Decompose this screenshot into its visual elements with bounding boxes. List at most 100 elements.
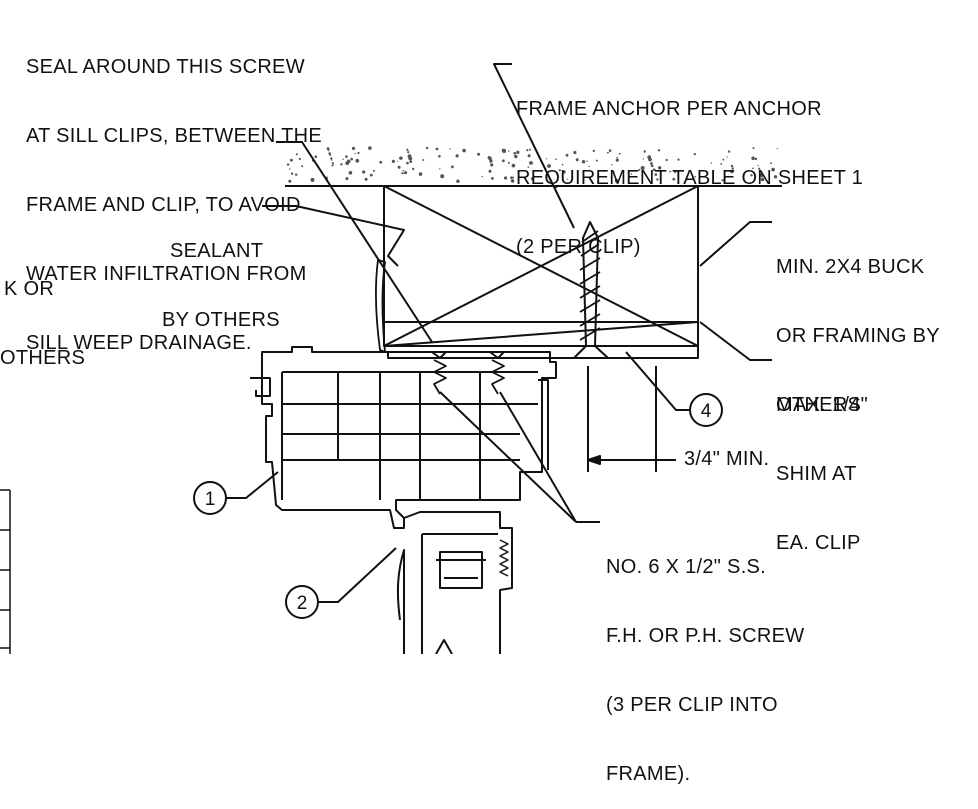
concrete-speck bbox=[527, 154, 531, 158]
concrete-speck bbox=[561, 163, 564, 166]
concrete-speck bbox=[406, 161, 409, 165]
concrete-speck bbox=[329, 154, 332, 156]
concrete-speck bbox=[331, 162, 334, 165]
callout-4-leader bbox=[625, 351, 690, 411]
concrete-speck bbox=[397, 165, 401, 169]
note-line: NO. 6 X 1/2" S.S. bbox=[606, 556, 767, 578]
concrete-speck bbox=[409, 160, 413, 163]
concrete-speck bbox=[295, 153, 298, 156]
concrete-speck bbox=[404, 171, 408, 175]
concrete-speck bbox=[491, 177, 494, 180]
concrete-speck bbox=[508, 150, 510, 152]
concrete-speck bbox=[350, 157, 354, 161]
concrete-speck bbox=[357, 151, 360, 155]
concrete-speck bbox=[752, 147, 755, 150]
concrete-speck bbox=[650, 162, 653, 165]
concrete-speck bbox=[693, 153, 696, 156]
concrete-speck bbox=[345, 155, 348, 158]
callout-4-label: 4 bbox=[701, 401, 712, 422]
concrete-speck bbox=[566, 178, 569, 180]
note-sealant: SEALANT BY OTHERS bbox=[162, 194, 280, 355]
note-line: F.H. OR P.H. SCREW bbox=[606, 625, 805, 647]
concrete-speck bbox=[618, 152, 621, 155]
concrete-speck bbox=[332, 164, 334, 166]
leader-buck bbox=[699, 221, 772, 267]
concrete-speck bbox=[595, 159, 598, 162]
concrete-speck bbox=[575, 158, 579, 162]
concrete-speck bbox=[530, 177, 534, 181]
note-line: BY OTHERS bbox=[162, 309, 280, 331]
concrete-speck bbox=[295, 173, 298, 176]
concrete-speck bbox=[694, 175, 696, 178]
note-shim: MAX. 1/4" SHIM AT EA. CLIP bbox=[776, 348, 868, 578]
concrete-speck bbox=[727, 150, 731, 153]
concrete-speck bbox=[650, 164, 654, 168]
concrete-speck bbox=[654, 173, 658, 176]
callout-1-label: 1 bbox=[205, 489, 216, 510]
note-screw-spec: NO. 6 X 1/2" S.S. F.H. OR P.H. SCREW (3 … bbox=[606, 510, 804, 809]
concrete-speck bbox=[648, 157, 652, 162]
concrete-speck bbox=[776, 147, 778, 150]
concrete-speck bbox=[773, 175, 778, 179]
note-line: MIN. 2X4 BUCK bbox=[776, 256, 925, 278]
concrete-speck bbox=[396, 160, 398, 162]
concrete-speck bbox=[720, 163, 723, 165]
concrete-speck bbox=[658, 166, 662, 170]
concrete-speck bbox=[588, 165, 590, 168]
concrete-speck bbox=[511, 163, 516, 168]
concrete-speck bbox=[372, 169, 375, 172]
concrete-speck bbox=[614, 178, 619, 183]
concrete-speck bbox=[407, 151, 410, 154]
concrete-speck bbox=[752, 167, 754, 170]
note-line: EA. CLIP bbox=[776, 532, 861, 554]
callout-1-leader bbox=[226, 471, 279, 499]
concrete-speck bbox=[761, 177, 764, 180]
concrete-speck bbox=[355, 158, 360, 163]
concrete-speck bbox=[510, 176, 513, 180]
concrete-speck bbox=[610, 176, 613, 179]
frame-inner-wall bbox=[281, 371, 538, 500]
concrete-speck bbox=[488, 169, 492, 173]
concrete-speck bbox=[481, 175, 483, 178]
buck-cross-b bbox=[383, 185, 699, 347]
concrete-speck bbox=[530, 161, 533, 165]
concrete-speck bbox=[438, 155, 441, 158]
concrete-speck bbox=[721, 179, 724, 182]
concrete-speck bbox=[731, 167, 734, 170]
concrete-speck bbox=[565, 153, 569, 157]
concrete-speck bbox=[406, 148, 409, 151]
concrete-speck bbox=[489, 159, 493, 163]
concrete-speck bbox=[331, 159, 333, 161]
concrete-speck bbox=[418, 172, 423, 176]
sash-profile bbox=[396, 511, 513, 654]
concrete-speck bbox=[613, 171, 615, 173]
concrete-speck bbox=[527, 166, 530, 168]
concrete-speck bbox=[439, 168, 441, 170]
concrete-speck bbox=[290, 172, 294, 175]
concrete-speck bbox=[362, 170, 366, 174]
concrete-speck bbox=[726, 156, 728, 158]
note-line: (2 PER CLIP) bbox=[516, 236, 641, 258]
concrete-speck bbox=[513, 152, 516, 155]
concrete-speck bbox=[607, 151, 609, 154]
concrete-speck bbox=[772, 169, 775, 172]
concrete-speck bbox=[301, 165, 304, 168]
callout-2-label: 2 bbox=[297, 593, 308, 614]
concrete-speck bbox=[490, 163, 494, 167]
sash-grooves bbox=[499, 539, 509, 577]
concrete-speck bbox=[412, 167, 415, 171]
concrete-speck bbox=[611, 164, 613, 166]
concrete-speck bbox=[330, 157, 333, 160]
concrete-speck bbox=[621, 171, 623, 173]
concrete-speck bbox=[558, 169, 562, 172]
concrete-speck bbox=[501, 148, 506, 153]
concrete-speck bbox=[526, 149, 529, 152]
clip-screw-2 bbox=[489, 351, 505, 395]
concrete-speck bbox=[586, 160, 588, 162]
note-frame-anchor: FRAME ANCHOR PER ANCHOR REQUIREMENT TABL… bbox=[516, 52, 863, 282]
note-line: SEAL AROUND THIS SCREW bbox=[26, 56, 305, 78]
concrete-speck bbox=[754, 157, 758, 161]
concrete-speck bbox=[289, 168, 291, 170]
note-line: SEALANT bbox=[170, 240, 264, 262]
concrete-speck bbox=[730, 169, 734, 174]
